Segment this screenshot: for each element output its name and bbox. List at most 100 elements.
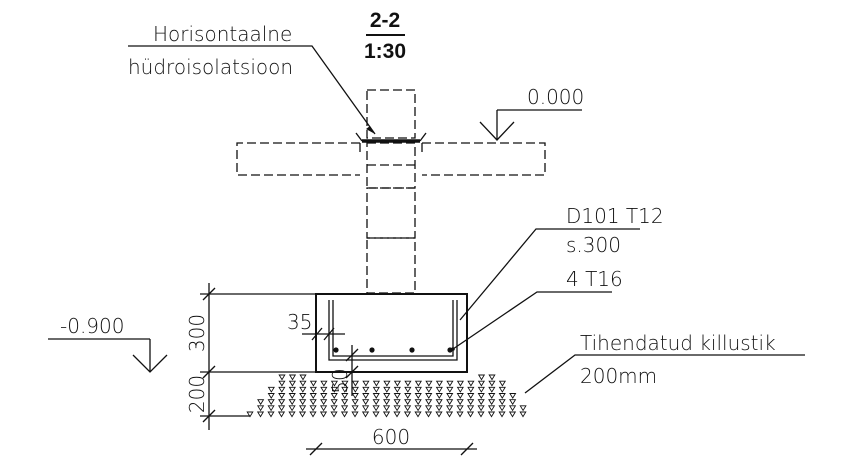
gravel-mark <box>467 399 475 406</box>
gravel-mark <box>288 393 296 399</box>
gravel-mark <box>278 393 286 399</box>
gravel-bed <box>246 374 527 418</box>
gravel-mark <box>309 411 317 418</box>
dim-width-tick-right <box>460 442 474 456</box>
gravel-mark <box>340 405 349 412</box>
cover-dimensions: 35 50 <box>287 310 359 396</box>
gravel-mark <box>425 393 433 399</box>
gravel-mark <box>467 380 475 387</box>
gravel-mark <box>299 374 307 381</box>
gravel-mark <box>288 386 296 393</box>
block-wall <box>366 89 416 294</box>
longitudinal-leader-dot <box>451 347 455 351</box>
gravel-mark <box>362 393 370 399</box>
waterproofing-upturn-left <box>355 132 363 142</box>
gravel-mark <box>320 393 328 399</box>
wall-block-3 <box>366 187 416 239</box>
gravel-mark <box>256 411 265 418</box>
gravel-mark <box>456 411 464 418</box>
gravel-mark <box>362 380 370 387</box>
stirrup-rebar <box>328 300 458 361</box>
gravel-mark <box>393 380 402 387</box>
gravel-mark <box>498 399 506 406</box>
gravel-mark <box>288 411 296 418</box>
gravel-mark <box>372 386 380 393</box>
dim-gravel-height: 200 <box>185 375 209 413</box>
gravel-mark <box>372 399 380 406</box>
gravel-callout: Tihendatud killustik 200mm <box>524 331 805 394</box>
longitudinal-bar-1 <box>333 347 339 353</box>
gravel-mark <box>435 405 443 412</box>
dim-width-tick-left <box>309 442 323 456</box>
gravel-mark <box>267 386 275 393</box>
gravel-mark <box>298 405 307 412</box>
gravel-mark <box>351 380 360 387</box>
gravel-mark <box>351 411 359 418</box>
gravel-mark <box>341 399 349 406</box>
vertical-dimensions: 300 200 <box>185 283 316 430</box>
gravel-mark <box>404 386 412 393</box>
gravel-leader <box>524 354 805 394</box>
gravel-mark <box>414 399 422 406</box>
longitudinal-bar-3 <box>409 347 415 353</box>
level-bottom-label: -0.900 <box>60 314 124 338</box>
gravel-mark <box>383 399 391 406</box>
longitudinal-label: 4 T16 <box>566 267 623 291</box>
gravel-mark <box>477 393 485 399</box>
gravel-mark <box>267 399 275 406</box>
section-number: 2-2 <box>370 9 400 32</box>
level-mark-bottom: -0.900 <box>48 314 168 373</box>
gravel-mark <box>383 386 391 393</box>
level-bottom-triangle <box>132 354 168 373</box>
gravel-mark <box>330 380 339 387</box>
gravel-mark <box>256 405 265 412</box>
gravel-mark <box>477 399 485 406</box>
footing <box>315 293 468 373</box>
gravel-mark <box>267 405 275 412</box>
gravel-mark <box>477 411 485 418</box>
gravel-mark <box>361 411 370 418</box>
gravel-mark <box>351 399 359 406</box>
dim-tick-mid <box>202 365 216 379</box>
gravel-mark <box>393 386 401 393</box>
gravel-mark <box>477 380 486 387</box>
dim-bottom-cover: 50 <box>328 368 352 393</box>
gravel-mark <box>477 386 485 393</box>
gravel-mark <box>299 399 307 406</box>
stirrup-rebar-inner <box>332 300 454 357</box>
insulation-leader-arrow <box>366 126 375 134</box>
gravel-mark <box>404 399 412 406</box>
gravel-mark <box>267 411 275 418</box>
gravel-mark <box>309 399 317 406</box>
gravel-mark <box>456 386 464 393</box>
gravel-mark <box>288 380 297 387</box>
gravel-mark <box>320 386 328 393</box>
dim-side-cover-tick2 <box>323 327 335 341</box>
level-mark-top: 0.000 <box>479 85 584 141</box>
gravel-mark <box>351 393 359 399</box>
gravel-mark <box>319 411 328 418</box>
gravel-mark <box>509 393 517 399</box>
gravel-mark <box>319 405 328 412</box>
dim-footing-width: 600 <box>372 425 410 449</box>
gravel-mark <box>267 393 275 399</box>
gravel-mark <box>435 380 444 387</box>
gravel-label-line2: 200mm <box>580 364 657 388</box>
gravel-mark <box>351 405 359 412</box>
gravel-mark <box>488 386 496 393</box>
gravel-mark <box>382 405 391 412</box>
gravel-mark <box>309 386 317 393</box>
slab-left <box>236 142 360 176</box>
insulation-callout: Horisontaalne hüdroisolatsioon <box>128 22 376 135</box>
gravel-mark <box>446 399 454 406</box>
gravel-mark <box>498 411 506 418</box>
gravel-mark <box>309 393 317 399</box>
gravel-mark <box>509 399 517 406</box>
dim-tick-bottom <box>202 409 216 423</box>
horizontal-dimension: 600 <box>306 425 477 456</box>
insulation-leader <box>128 45 376 135</box>
gravel-mark <box>467 386 475 393</box>
gravel-mark <box>382 411 391 418</box>
gravel-mark <box>277 411 286 418</box>
